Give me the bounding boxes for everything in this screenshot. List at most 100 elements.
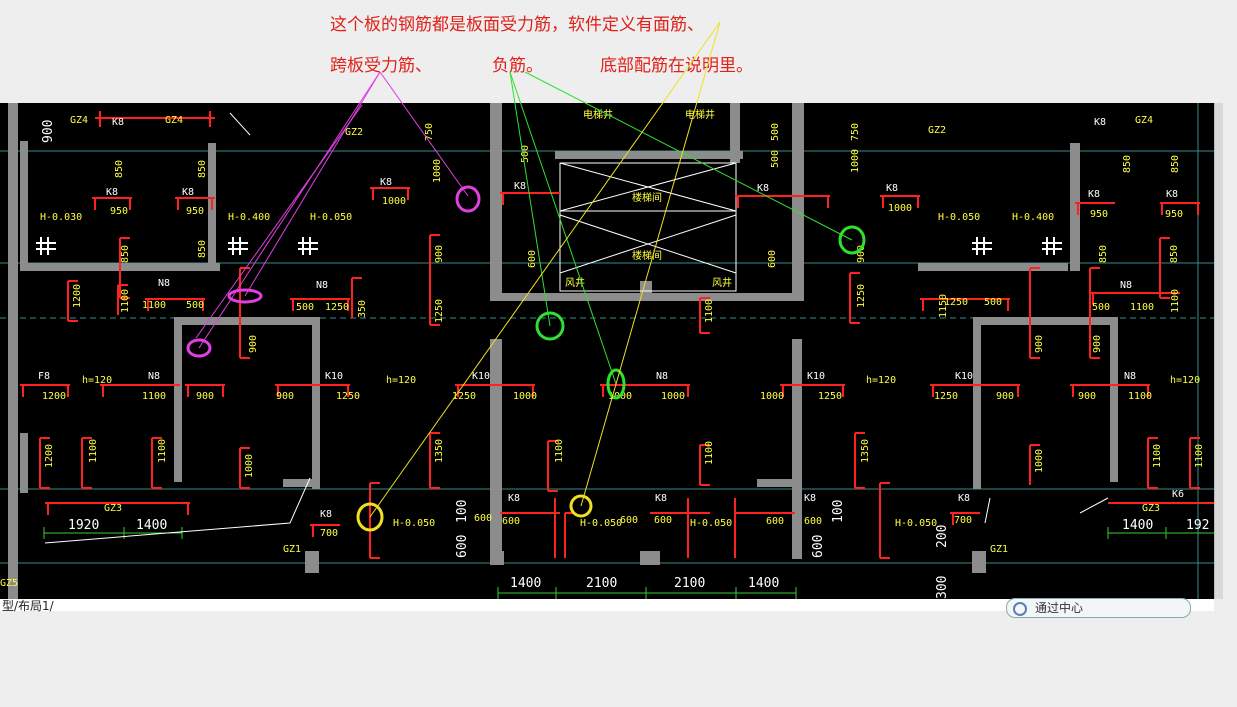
svg-text:1100: 1100 [1194, 444, 1205, 468]
svg-text:900: 900 [434, 245, 445, 263]
annotation-span-rebar: 跨板受力筋、 [330, 56, 432, 76]
svg-text:1350: 1350 [860, 439, 871, 463]
svg-text:N8: N8 [656, 371, 668, 382]
svg-text:300: 300 [935, 576, 950, 599]
svg-text:N8: N8 [1124, 371, 1136, 382]
svg-text:1100: 1100 [1128, 391, 1152, 402]
svg-text:电梯井: 电梯井 [583, 108, 613, 121]
svg-text:K8: K8 [508, 493, 520, 504]
svg-text:1000: 1000 [760, 391, 784, 402]
svg-text:楼梯间: 楼梯间 [632, 191, 662, 204]
svg-text:K8: K8 [1166, 189, 1178, 200]
svg-text:GZ5: GZ5 [0, 578, 18, 589]
svg-text:900: 900 [996, 391, 1014, 402]
floor-plan-drawing: K8 K8 K8 K8 K8 K8 K8 K8 K8 K8 N8 N8 N8 F… [0, 103, 1214, 599]
svg-text:1100: 1100 [142, 300, 166, 311]
svg-text:GZ4: GZ4 [1135, 115, 1153, 126]
vertical-scrollbar[interactable] [1214, 103, 1223, 599]
annotation-negative-rebar: 负筋。 [492, 56, 543, 76]
svg-text:500: 500 [984, 297, 1002, 308]
svg-text:GZ1: GZ1 [990, 544, 1008, 555]
svg-text:K8: K8 [1088, 189, 1100, 200]
svg-text:N8: N8 [148, 371, 160, 382]
svg-text:GZ2: GZ2 [928, 125, 946, 136]
snap-mode-widget[interactable]: 通过中心 [1006, 598, 1191, 618]
svg-text:1000: 1000 [513, 391, 537, 402]
svg-text:900: 900 [1034, 335, 1045, 353]
svg-text:750: 750 [424, 123, 435, 141]
svg-text:200: 200 [935, 525, 950, 548]
svg-text:500: 500 [186, 300, 204, 311]
svg-text:2100: 2100 [674, 576, 705, 591]
svg-text:K8: K8 [1094, 117, 1106, 128]
svg-text:K8: K8 [958, 493, 970, 504]
svg-text:楼梯间: 楼梯间 [632, 249, 662, 262]
svg-text:900: 900 [1092, 335, 1103, 353]
svg-text:N8: N8 [1120, 280, 1132, 291]
svg-text:1200: 1200 [42, 391, 66, 402]
svg-text:1100: 1100 [704, 441, 715, 465]
svg-text:600: 600 [766, 516, 784, 527]
svg-text:1400: 1400 [136, 518, 167, 533]
svg-text:N8: N8 [158, 278, 170, 289]
svg-text:1100: 1100 [1130, 302, 1154, 313]
svg-text:电梯井: 电梯井 [685, 108, 715, 121]
svg-text:600: 600 [502, 516, 520, 527]
svg-text:850: 850 [197, 160, 208, 178]
svg-text:1400: 1400 [510, 576, 541, 591]
svg-text:H-0.050: H-0.050 [690, 518, 732, 529]
svg-text:K10: K10 [325, 371, 343, 382]
svg-text:K8: K8 [106, 187, 118, 198]
svg-text:风井: 风井 [712, 276, 732, 289]
svg-text:850: 850 [1098, 245, 1109, 263]
svg-text:500: 500 [1092, 302, 1110, 313]
svg-text:K10: K10 [472, 371, 490, 382]
svg-text:1100: 1100 [554, 439, 565, 463]
snap-icon [1013, 602, 1027, 616]
svg-text:K8: K8 [112, 117, 124, 128]
svg-text:900: 900 [248, 335, 259, 353]
svg-text:600: 600 [654, 515, 672, 526]
svg-text:F8: F8 [38, 371, 50, 382]
svg-text:1000: 1000 [432, 159, 443, 183]
cad-drawing-canvas[interactable]: K8 K8 K8 K8 K8 K8 K8 K8 K8 K8 N8 N8 N8 F… [0, 103, 1214, 599]
svg-text:1250: 1250 [325, 302, 349, 313]
svg-text:600: 600 [455, 535, 470, 558]
annotation-bottom-rebar: 底部配筋在说明里。 [600, 56, 753, 76]
svg-text:500: 500 [520, 145, 531, 163]
svg-text:1000: 1000 [888, 203, 912, 214]
svg-text:1000: 1000 [382, 196, 406, 207]
svg-text:1250: 1250 [934, 391, 958, 402]
svg-text:700: 700 [320, 528, 338, 539]
svg-text:H-0.400: H-0.400 [1012, 212, 1054, 223]
svg-text:1100: 1100 [1170, 289, 1181, 313]
svg-text:K8: K8 [320, 509, 332, 520]
svg-text:850: 850 [1170, 155, 1181, 173]
svg-text:K8: K8 [804, 493, 816, 504]
svg-text:K8: K8 [886, 183, 898, 194]
svg-text:1250: 1250 [818, 391, 842, 402]
svg-text:100: 100 [831, 500, 846, 523]
svg-text:K6: K6 [1172, 489, 1184, 500]
svg-text:1100: 1100 [704, 299, 715, 323]
svg-text:K10: K10 [807, 371, 825, 382]
svg-text:K8: K8 [655, 493, 667, 504]
svg-text:h=120: h=120 [82, 375, 112, 386]
svg-text:1100: 1100 [1152, 444, 1163, 468]
svg-text:850: 850 [1169, 245, 1180, 263]
svg-text:700: 700 [954, 515, 972, 526]
svg-text:H-0.050: H-0.050 [938, 212, 980, 223]
layout-tab-bar: 型/布局1/ [0, 599, 1214, 613]
svg-text:风井: 风井 [565, 276, 585, 289]
svg-text:1920: 1920 [68, 518, 99, 533]
svg-text:H-0.050: H-0.050 [393, 518, 435, 529]
svg-text:192: 192 [1186, 518, 1209, 533]
svg-text:GZ3: GZ3 [1142, 503, 1160, 514]
svg-text:H-0.050: H-0.050 [580, 518, 622, 529]
svg-text:500: 500 [770, 150, 781, 168]
svg-text:K8: K8 [182, 187, 194, 198]
layout-tab[interactable]: 型/布局1/ [2, 599, 54, 613]
svg-text:H-0.050: H-0.050 [895, 518, 937, 529]
svg-text:1400: 1400 [748, 576, 779, 591]
svg-text:1250: 1250 [856, 284, 867, 308]
